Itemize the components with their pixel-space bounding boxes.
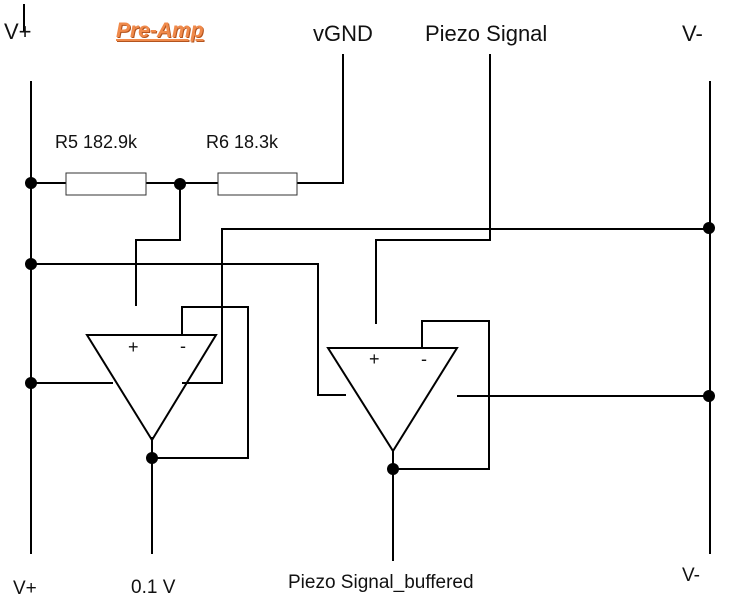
resistor-r5 [65, 172, 147, 196]
junction-dot [25, 258, 37, 270]
label-piezo-signal: Piezo Signal [425, 21, 548, 46]
junction-dot [25, 377, 37, 389]
junction-dot [703, 222, 715, 234]
junction-dot [174, 178, 186, 190]
resistor-r6 [217, 172, 298, 196]
junction-dot [703, 390, 715, 402]
label-output-voltage: 0.1 V [131, 577, 176, 598]
junction-dot [387, 463, 399, 475]
label-vgnd: vGND [313, 21, 373, 46]
label-r6: R6 18.3k [206, 132, 279, 152]
opamp2-minus-sign: - [421, 349, 427, 369]
label-v-plus-bottom: V+ [13, 578, 37, 599]
junction-dot [146, 452, 158, 464]
opamp1-triangle [85, 334, 218, 442]
label-v-minus-bottom: V- [682, 565, 700, 586]
opamp1-plus-sign: + [128, 337, 139, 357]
label-v-plus-top: V+ [4, 19, 32, 44]
opamp1-minus-sign: - [180, 336, 186, 356]
label-r5: R5 182.9k [55, 132, 138, 152]
label-piezo-buffered: Piezo Signal_buffered [288, 572, 474, 593]
opamp2-triangle [326, 347, 459, 453]
diagram-title: Pre-Amp [116, 19, 204, 42]
junction-dot [25, 177, 37, 189]
opamp2-plus-sign: + [369, 349, 380, 369]
label-v-minus-top: V- [682, 21, 703, 46]
